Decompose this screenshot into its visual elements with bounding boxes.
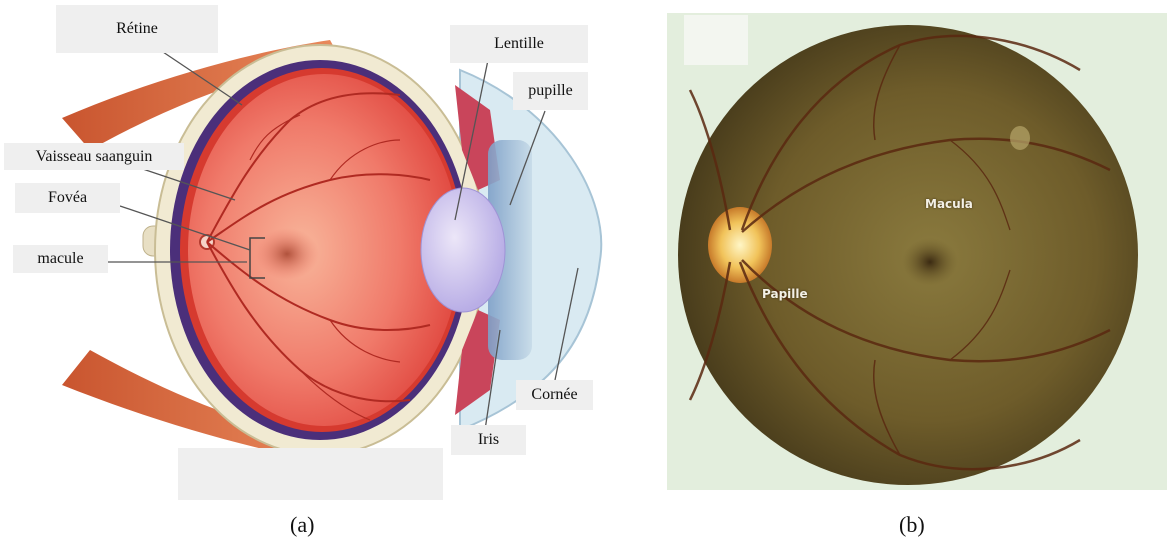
blank-corner-box [684, 15, 748, 65]
fundus-optic-disc [708, 207, 772, 283]
papille-label: Papille [762, 287, 808, 301]
caption-b: (b) [899, 512, 925, 538]
bright-spot [1010, 126, 1030, 150]
macula-label: Macula [925, 197, 973, 211]
fundus-macula-spot [902, 238, 958, 286]
